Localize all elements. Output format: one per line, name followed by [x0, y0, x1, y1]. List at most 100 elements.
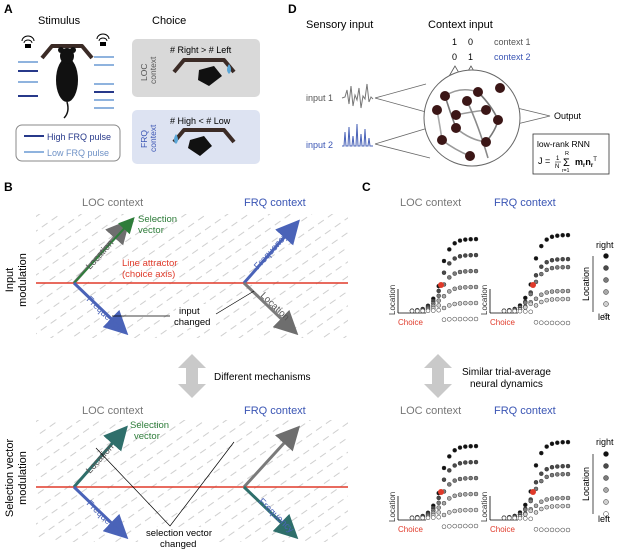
c-trajectory-point	[533, 527, 539, 532]
input2-cone	[374, 127, 431, 159]
c-trajectory-point	[523, 502, 528, 508]
c-trajectory-point	[539, 471, 544, 476]
c-trajectory-point	[555, 440, 560, 445]
c-legend-dot	[603, 463, 609, 469]
c-legend-dot	[603, 301, 609, 307]
c-trajectory-point	[463, 285, 468, 290]
c-trajectory-point	[539, 506, 544, 512]
c-trajectory-point	[544, 259, 549, 265]
c-trajectory-point	[473, 491, 479, 497]
c-trajectory-point	[533, 296, 539, 302]
c-trajectory-point	[528, 498, 533, 504]
c-top-legend-left: left	[598, 312, 611, 322]
c-trajectory-point	[441, 465, 447, 471]
c-trajectory-point	[447, 303, 452, 308]
c-trajectory-point	[549, 472, 555, 478]
c-fixed-point	[438, 282, 444, 288]
c-bottom-legend-axis: Location	[581, 467, 591, 501]
c-trajectory-point	[533, 480, 539, 485]
c-trajectory-point	[544, 320, 549, 326]
c-top-legend-right: right	[596, 240, 614, 250]
input-changed-label-1: input	[179, 306, 200, 317]
c-trajectory-point	[555, 527, 560, 533]
legend-low-label: Low FRQ pulse	[47, 148, 109, 158]
c-trajectory-point	[436, 500, 441, 506]
c-trajectory-point	[539, 243, 544, 249]
c-trajectory-point	[565, 471, 571, 477]
c-trajectory-point	[528, 301, 533, 307]
b-bottom-loc-frequency-vec	[72, 485, 129, 540]
c-trajectory-point	[463, 523, 468, 529]
c-trajectory-point	[560, 495, 565, 501]
sensory-input-title: Sensory input	[306, 19, 373, 31]
c-trajectory-point	[452, 241, 457, 246]
c-trajectory-point	[457, 445, 463, 450]
c-trajectory-point	[457, 285, 463, 290]
c-trajectory-point	[539, 299, 544, 305]
input1-label: input 1	[306, 93, 333, 103]
c-trajectory-point	[441, 500, 447, 506]
c-trajectory-point	[452, 478, 457, 483]
c-trajectory-point	[544, 474, 549, 480]
frq-mouse-left-icon	[172, 128, 236, 156]
c-trajectory-point	[473, 268, 479, 274]
c-trajectory-point	[565, 264, 571, 270]
c-trajectory-point	[512, 308, 517, 314]
c-axis-choice-label: Choice	[398, 525, 423, 534]
mouse-rig-icon	[40, 44, 94, 119]
rnn-eq-frac-top: 1	[556, 156, 560, 162]
c-trajectory-point	[565, 320, 571, 326]
c-trajectory-point	[544, 290, 549, 295]
c-trajectory-point	[447, 524, 452, 529]
c-trajectory-point	[560, 527, 565, 533]
c-trajectory-point	[549, 234, 555, 240]
c-legend-dot	[603, 499, 609, 505]
rnn-eq-lhs: J =	[538, 156, 550, 166]
c-trajectory-point	[441, 512, 447, 518]
c-trajectory-point	[473, 459, 479, 465]
c-trajectory-point	[463, 253, 468, 258]
c-trajectory-point	[457, 301, 463, 306]
c-trajectory-point	[447, 275, 452, 280]
c-trajectory-point	[560, 439, 565, 445]
c-top-frq-title: FRQ context	[494, 197, 556, 209]
loc-side-label-2: context	[148, 56, 158, 84]
c-trajectory-point	[473, 475, 479, 481]
c-trajectory-point	[549, 320, 555, 326]
c-fixed-point	[438, 489, 444, 495]
c-trajectory-point	[425, 515, 431, 521]
c-axis-choice-label: Choice	[490, 525, 515, 534]
input1-trace	[341, 83, 374, 109]
c-trajectory-point	[533, 510, 539, 515]
c-trajectory-point	[463, 492, 468, 497]
c-trajectory-point	[452, 448, 457, 453]
c-trajectory-point	[468, 284, 473, 290]
c-trajectory-point	[549, 289, 555, 294]
c-trajectory-point	[463, 300, 468, 306]
c-trajectory-point	[452, 301, 457, 307]
c-top-legend-axis: Location	[581, 267, 591, 301]
c-trajectory-point	[501, 308, 507, 314]
rnn-equation-box	[532, 133, 610, 175]
c-trajectory-point	[457, 316, 463, 322]
c-trajectory-point	[415, 515, 420, 521]
c-legend-dot	[603, 253, 609, 259]
c-trajectory-point	[533, 273, 539, 278]
c-middle-label-1: Similar trial-average	[462, 367, 551, 378]
panel-d: D Sensory input Context input 1 0 contex…	[288, 2, 610, 175]
c-trajectory-point	[539, 292, 544, 297]
c-trajectory-point	[457, 254, 463, 259]
input-changed-label-2: changed	[174, 317, 210, 328]
ctx-name-1: context 1	[494, 37, 531, 47]
c-legend-dot	[603, 313, 609, 319]
c-trajectory-point	[523, 305, 528, 310]
c-trajectory-point	[555, 464, 560, 469]
c-trajectory-point	[447, 261, 452, 266]
stimulus-title: Stimulus	[38, 15, 81, 27]
c-trajectory-point	[447, 247, 452, 252]
c-trajectory-point	[544, 297, 549, 303]
c-trajectory-point	[549, 265, 555, 271]
